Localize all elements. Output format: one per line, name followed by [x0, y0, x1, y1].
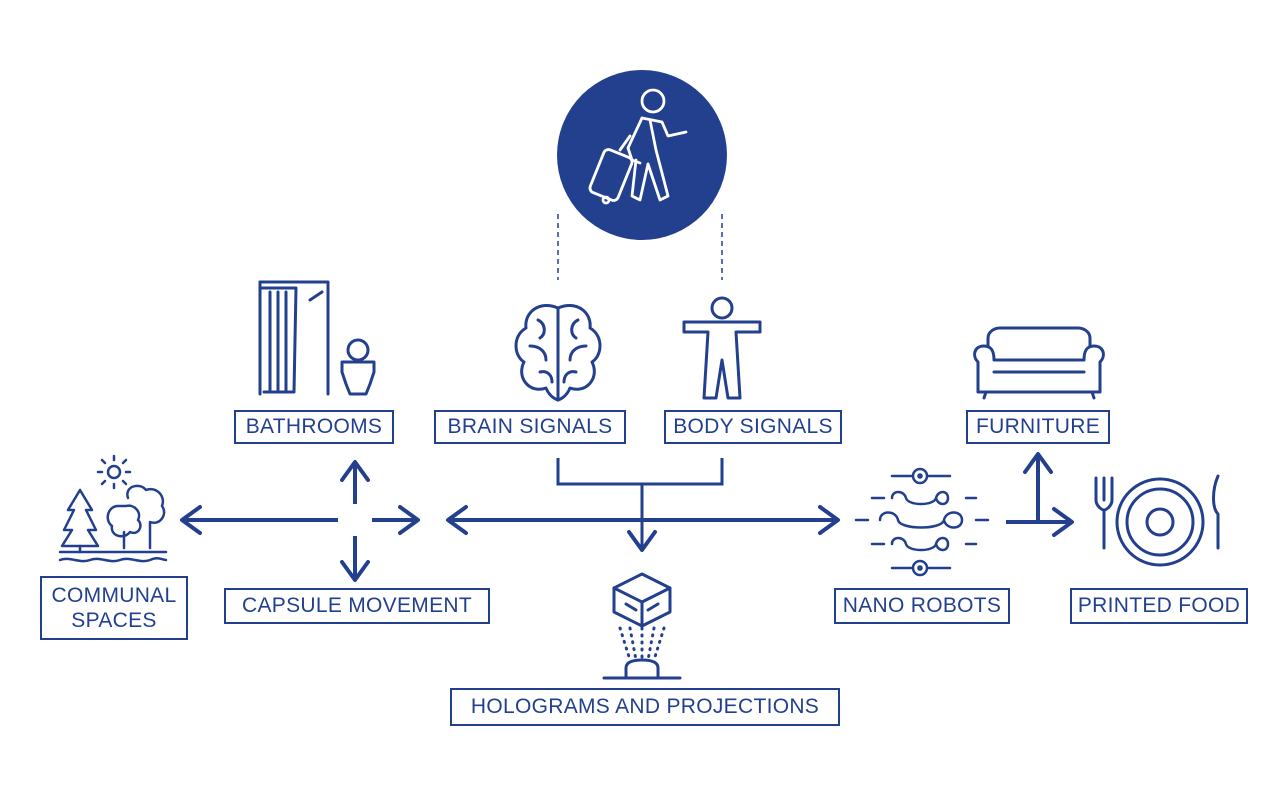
four-way-arrows-icon	[180, 460, 420, 582]
communal-spaces-label: COMMUNAL SPACES	[40, 576, 188, 640]
furniture-label: FURNITURE	[966, 410, 1110, 444]
communal-spaces-line2: SPACES	[71, 609, 157, 632]
sofa-icon	[973, 326, 1105, 400]
plate-cutlery-icon	[1094, 474, 1220, 567]
park-trees-icon	[58, 454, 168, 563]
bathrooms-label: BATHROOMS	[234, 410, 394, 444]
nano-robots-icon	[854, 467, 990, 577]
printed-food-label: PRINTED FOOD	[1070, 588, 1248, 624]
hologram-projector-icon	[602, 572, 682, 680]
brain-icon	[514, 304, 602, 402]
body-signals-label: BODY SIGNALS	[664, 410, 842, 444]
nano-output-connector	[1006, 452, 1074, 537]
traveler-icon	[557, 70, 727, 240]
human-body-icon	[682, 296, 762, 400]
signals-merge-connector	[556, 458, 724, 552]
shower-toilet-icon	[258, 280, 376, 396]
holograms-label: HOLOGRAMS AND PROJECTIONS	[450, 688, 840, 726]
capsule-movement-label: CAPSULE MOVEMENT	[224, 588, 490, 624]
brain-signals-label: BRAIN SIGNALS	[434, 410, 626, 444]
nano-robots-label: NANO ROBOTS	[834, 588, 1010, 624]
communal-spaces-line1: COMMUNAL	[51, 583, 177, 607]
